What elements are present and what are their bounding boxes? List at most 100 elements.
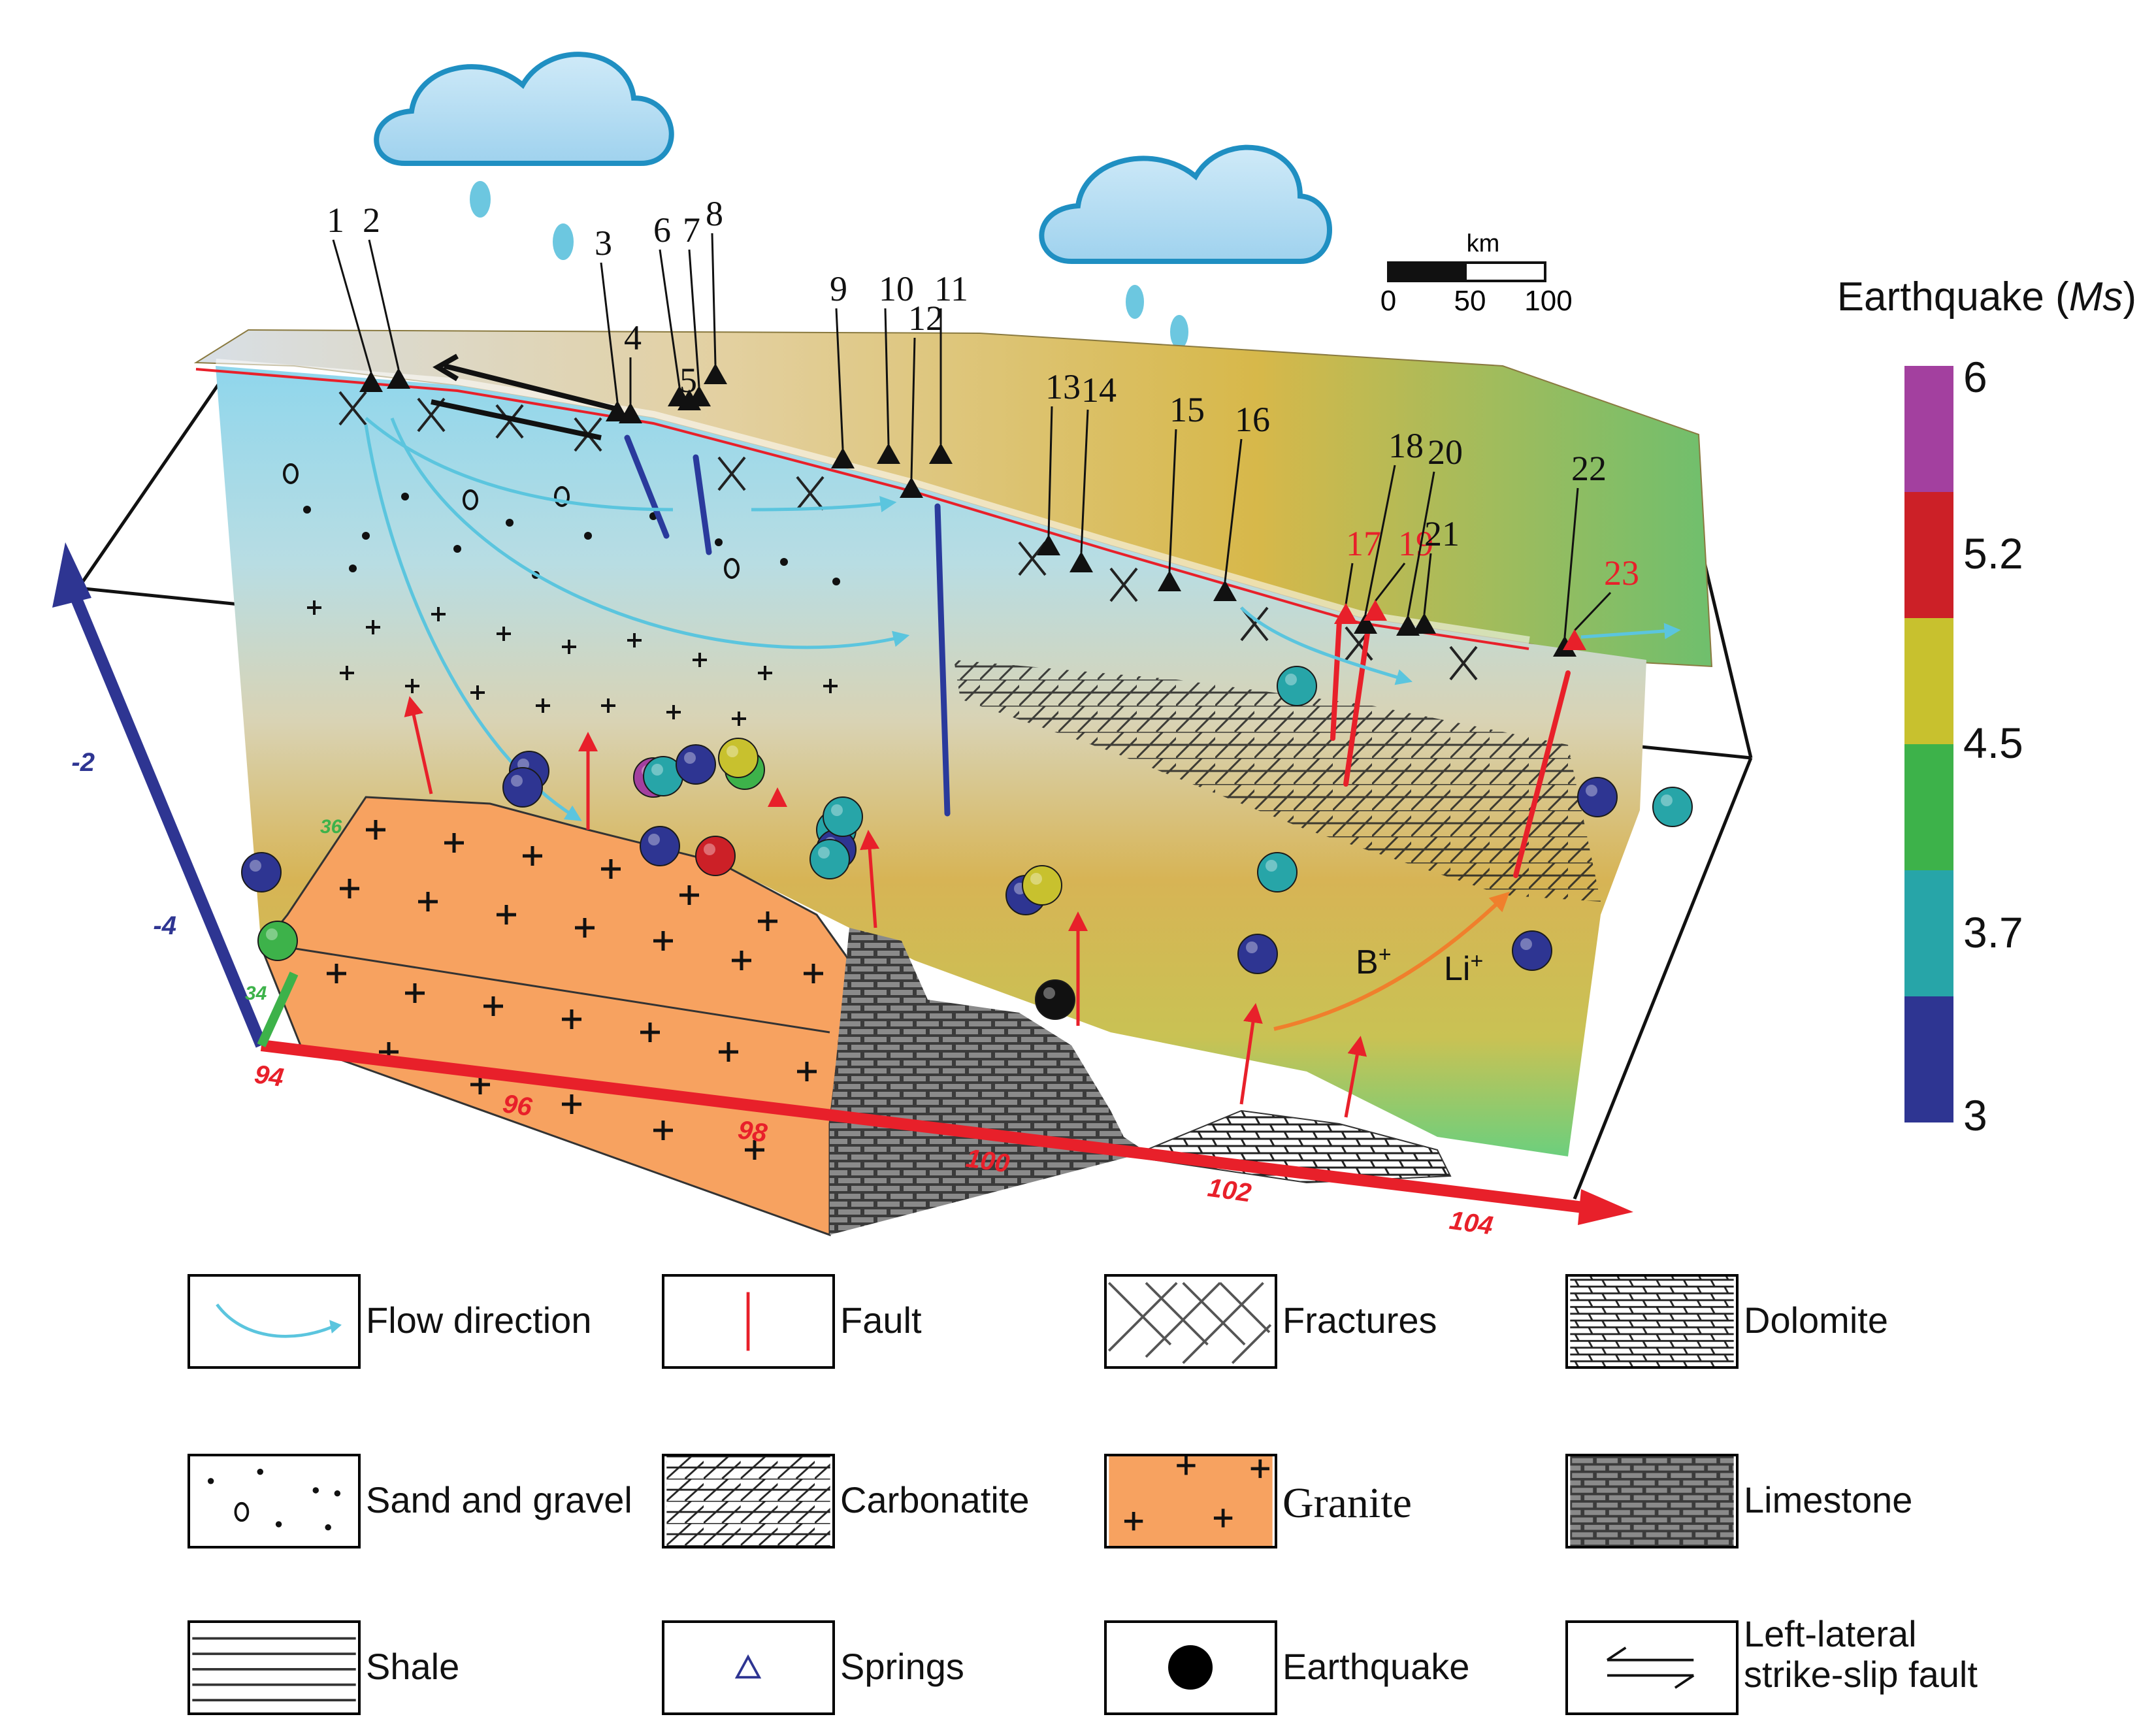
legend-label-earthquake: Earthquake xyxy=(1282,1646,1470,1687)
spring-label: 17 xyxy=(1346,524,1381,563)
depth-tick-label: -2 xyxy=(71,748,95,777)
spring-marker: 16 xyxy=(1213,400,1270,601)
x-tick-label: 104 xyxy=(1448,1206,1495,1241)
spring-label: 11 xyxy=(934,269,968,308)
legend-swatch-granite xyxy=(1104,1454,1277,1548)
earthquake-sphere xyxy=(502,767,543,808)
spring-label: 15 xyxy=(1169,390,1205,429)
ion-flow-arrow xyxy=(1273,891,1510,1031)
x-tick-label: 98 xyxy=(736,1115,770,1148)
ion-boron-label: B+ xyxy=(1356,942,1392,981)
x-tick-label: 102 xyxy=(1206,1173,1253,1208)
spring-label: 14 xyxy=(1081,370,1117,410)
spring-marker: 9 xyxy=(830,269,855,468)
spring-marker: 8 xyxy=(704,194,727,384)
legend-label-dolomite: Dolomite xyxy=(1744,1300,1888,1341)
x-axis xyxy=(260,1040,1633,1225)
faults-red xyxy=(1330,618,1571,878)
legend-label-flow: Flow direction xyxy=(366,1300,592,1341)
colorbar-segment xyxy=(1904,366,1953,492)
scale-bar-tick: 0 xyxy=(1380,285,1396,317)
colorbar-segment xyxy=(1904,492,1953,618)
upwelling-arrows xyxy=(404,696,1367,1118)
lat-axis xyxy=(257,972,299,1047)
spring-label: 12 xyxy=(908,299,943,338)
colorbar-tick-label: 3 xyxy=(1963,1091,1987,1139)
spring-label: 19 xyxy=(1398,524,1433,563)
legend-label-carbonatite: Carbonatite xyxy=(840,1479,1030,1520)
colorbar-title: Earthquake (Ms) xyxy=(1837,274,2136,319)
ion-labels: B+ Li+ xyxy=(1356,942,1483,988)
spring-marker: 1 xyxy=(327,201,383,392)
earthquake-sphere xyxy=(1652,787,1693,827)
spring-label: 8 xyxy=(706,194,723,233)
earthquake-sphere xyxy=(1035,979,1075,1020)
rain-cloud-right xyxy=(1039,144,1332,349)
colorbar-segment xyxy=(1904,996,1953,1122)
scale-bar-tick: 50 xyxy=(1454,285,1486,317)
earthquake-sphere xyxy=(640,826,680,866)
lat-tick-label: 34 xyxy=(245,983,267,1004)
legend-swatch-shale xyxy=(188,1620,361,1715)
spring-marker: 13 xyxy=(1037,367,1081,555)
spring-label: 23 xyxy=(1604,553,1639,593)
spring-marker: 7 xyxy=(683,210,711,406)
spring-marker: 6 xyxy=(653,210,691,406)
legend-swatch-dolomite xyxy=(1565,1274,1739,1369)
earthquake-sphere xyxy=(1277,666,1317,706)
colorbar-tick-label: 5.2 xyxy=(1963,529,2023,578)
strike-slip-arrow xyxy=(431,353,615,440)
spring-label: 21 xyxy=(1424,514,1460,553)
colorbar-segment xyxy=(1904,618,1953,744)
rain-cloud-left xyxy=(374,52,674,260)
spring-marker: 15 xyxy=(1158,390,1205,591)
spring-marker: 18 xyxy=(1354,426,1424,634)
earthquake-sphere xyxy=(257,921,298,961)
colorbar-tick-label: 4.5 xyxy=(1963,719,2023,767)
spring-marker: 19 xyxy=(1364,524,1433,621)
scale-bar: km 0 50 100 xyxy=(1380,230,1573,317)
lat-tick-label: 36 xyxy=(320,816,342,838)
legend-label-shale: Shale xyxy=(366,1646,460,1687)
earthquake-sphere xyxy=(1257,852,1298,893)
legend-label-limestone: Limestone xyxy=(1744,1479,1913,1520)
limestone-block xyxy=(830,928,1143,1235)
legend-swatch-carbonatite xyxy=(662,1454,835,1548)
legend-swatch-limestone xyxy=(1565,1454,1739,1548)
legend-label-springs: Springs xyxy=(840,1646,964,1687)
earthquake-sphere xyxy=(695,836,736,876)
x-tick-label: 94 xyxy=(253,1060,286,1092)
spring-marker: 4 xyxy=(619,318,642,423)
legend-label-fault: Fault xyxy=(840,1300,922,1341)
colorbar-segment xyxy=(1904,870,1953,996)
x-tick-label: 96 xyxy=(501,1089,534,1122)
x-tick-label: 100 xyxy=(964,1144,1011,1179)
spring-marker: 20 xyxy=(1396,433,1463,636)
colorbar-tick-label: 3.7 xyxy=(1963,908,2023,957)
legend-label-granite: Granite xyxy=(1282,1479,1412,1527)
ion-lithium-label: Li+ xyxy=(1444,949,1483,988)
earthquake-sphere xyxy=(1022,865,1062,906)
spring-marker: 22 xyxy=(1553,449,1607,657)
legend-label-sand: Sand and gravel xyxy=(366,1479,632,1520)
spring-label: 10 xyxy=(879,269,914,308)
legend-label-fractures: Fractures xyxy=(1282,1300,1437,1341)
depth-tick-label: -4 xyxy=(153,911,176,940)
lat-axis-ticks: 36 34 xyxy=(245,816,342,1004)
spring-marker: 21 xyxy=(1413,514,1460,634)
spring-marker: 17 xyxy=(1334,524,1381,624)
colorbar: Earthquake (Ms) 65.24.53.73 xyxy=(1837,274,2136,1139)
granite-block-plus xyxy=(327,820,823,1160)
earthquake-sphere xyxy=(823,796,863,837)
earthquake-sphere xyxy=(676,744,716,785)
earthquake-sphere xyxy=(809,839,850,879)
spring-marker: 2 xyxy=(363,201,410,389)
spring-marker: 11 xyxy=(929,269,968,464)
legend-label-strike_slip: Left-lateral strike-slip fault xyxy=(1744,1613,1978,1695)
legend-swatch-springs xyxy=(662,1620,835,1715)
legend-swatch-earthquake xyxy=(1104,1620,1277,1715)
spring-label: 20 xyxy=(1428,433,1463,472)
granite-plus-zone xyxy=(307,600,838,726)
